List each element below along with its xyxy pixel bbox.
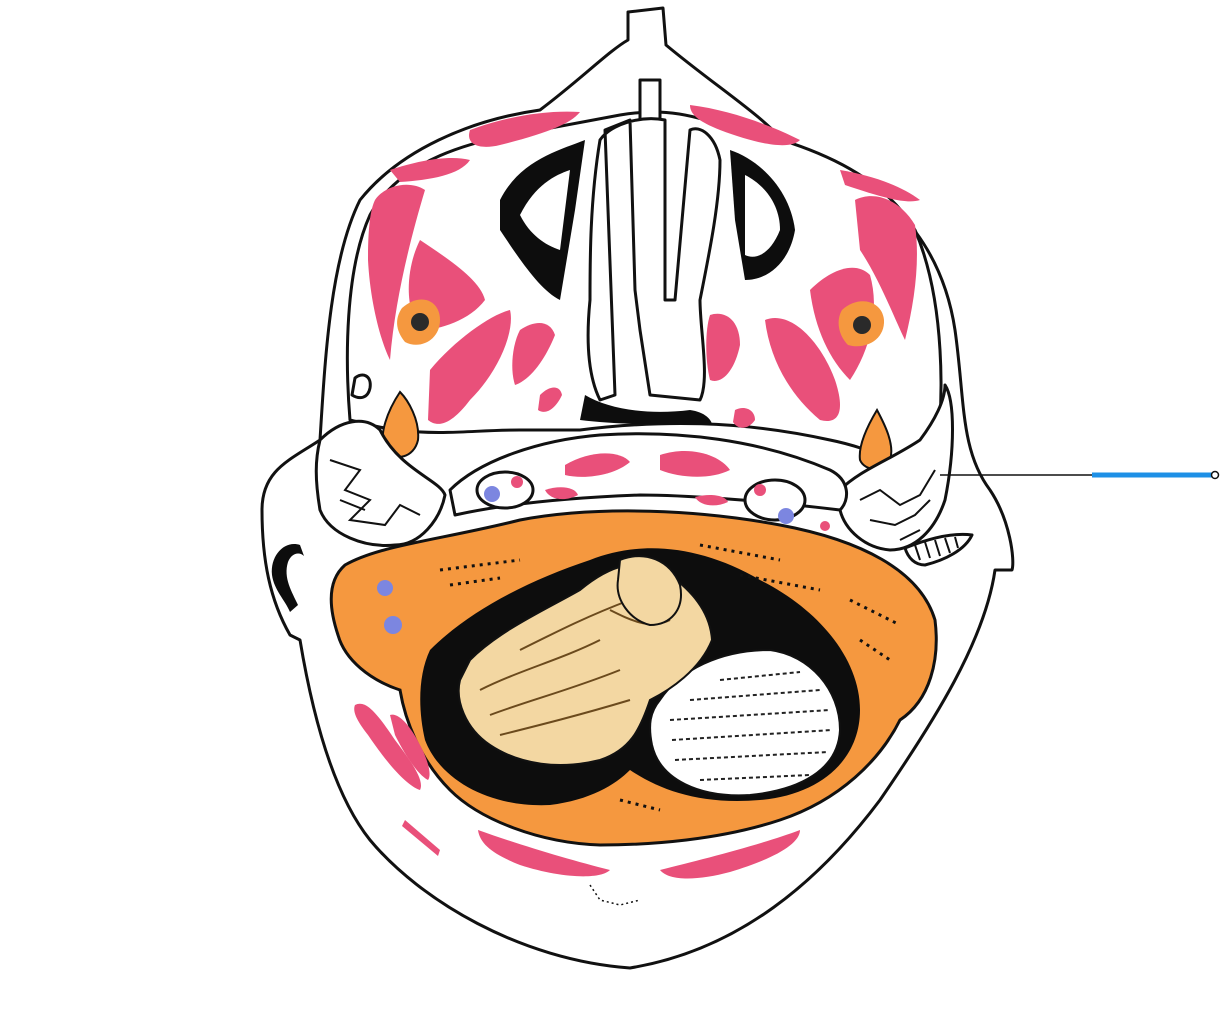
left-auricle <box>271 544 304 612</box>
left-buccinator <box>469 111 580 147</box>
left-mastoid-cells <box>329 459 421 527</box>
left-internal-carotid-artery <box>511 476 523 488</box>
left-semispinalis-muscle <box>478 830 610 877</box>
right-temporalis-muscle <box>855 196 917 340</box>
occipital-texture <box>439 543 901 812</box>
right-buccinator <box>690 105 800 146</box>
longus-colli-left <box>565 453 630 477</box>
right-small-muscle <box>733 408 755 428</box>
left-pterygoid-medial <box>512 323 555 385</box>
right-ramus-marrow <box>853 316 871 334</box>
right-pterygoid-muscle <box>765 318 840 421</box>
medulla <box>616 555 682 627</box>
left-pterygoid-muscle <box>428 310 511 424</box>
right-mastoid-cells <box>859 469 936 541</box>
vomer-base-shadow <box>580 395 712 425</box>
left-small-muscle <box>538 387 562 412</box>
right-ear-ridges <box>914 536 959 561</box>
right-carotid-sheath <box>743 478 807 522</box>
right-facial-muscle <box>840 170 920 202</box>
vomer <box>586 117 722 402</box>
left-facial-muscle <box>390 158 470 182</box>
left-internal-jugular-vein <box>484 486 500 502</box>
right-internal-jugular-vein <box>778 508 794 524</box>
left-cerebellar-folia <box>479 599 671 736</box>
left-nasal-inner <box>520 170 570 250</box>
right-semispinalis-muscle <box>660 830 800 879</box>
pharyngeal-muscle-left <box>545 487 578 500</box>
pharyngeal-muscle-right <box>695 494 728 506</box>
right-pterygoid-medial <box>706 313 740 381</box>
left-sigmoid-sinus-lower <box>384 616 402 634</box>
left-mastoid <box>314 419 447 547</box>
right-mastoid <box>838 383 954 552</box>
right-nasal-inner <box>745 175 780 257</box>
left-temporalis-muscle <box>368 184 425 360</box>
left-posterior-neck-muscle <box>354 703 421 790</box>
right-cerebellar-folia <box>669 671 833 781</box>
right-small-vessel <box>820 521 830 531</box>
left-ear-tip <box>350 373 372 400</box>
left-ramus-marrow <box>411 313 429 331</box>
longus-colli-right <box>660 450 730 477</box>
left-rectus-capitis <box>402 820 440 856</box>
right-internal-carotid-artery <box>754 484 766 496</box>
left-sigmoid-sinus-upper <box>377 580 393 596</box>
left-splenius-muscle <box>390 714 430 780</box>
right-mastoid-pointer-endpoint[interactable] <box>1210 470 1220 480</box>
